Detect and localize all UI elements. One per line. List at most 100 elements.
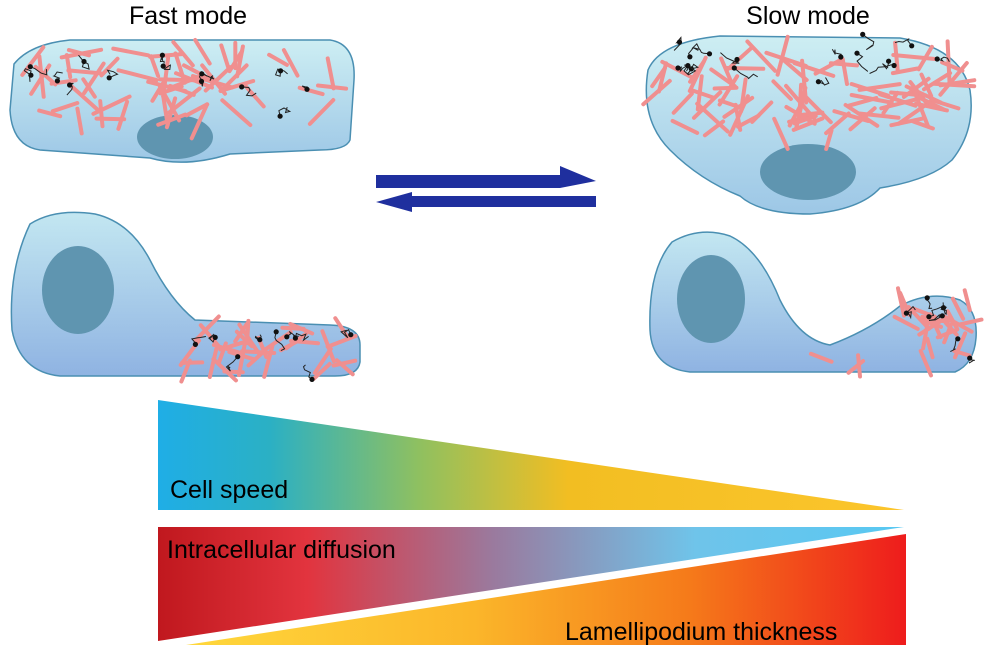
actin-filament <box>233 321 249 344</box>
molecule-dot <box>192 341 198 347</box>
diffusion-trajectory <box>856 52 869 72</box>
actin-filament <box>641 78 672 107</box>
actin-filament <box>891 53 937 61</box>
actin-filament <box>218 79 256 93</box>
molecule-dot <box>198 78 205 84</box>
actin-filament <box>297 85 325 97</box>
diffusion-trajectory <box>208 333 216 343</box>
actin-filament <box>904 84 943 105</box>
actin-filament <box>824 128 834 151</box>
intracellular-diffusion-label: Intracellular diffusion <box>167 536 396 564</box>
diffusion-trajectory <box>162 64 172 71</box>
actin-filament <box>243 83 266 109</box>
actin-filament <box>919 72 934 98</box>
actin-filament <box>798 110 825 117</box>
fast-mode-protruding-cell <box>10 211 361 384</box>
lamellipodium-thickness-wedge <box>186 534 906 645</box>
actin-filament <box>173 51 187 85</box>
actin-filament <box>702 119 726 138</box>
actin-filament <box>331 358 358 368</box>
actin-filament <box>262 344 275 379</box>
actin-filament <box>37 108 63 119</box>
actin-filament <box>857 82 902 92</box>
diffusion-trajectory <box>201 73 215 82</box>
actin-filament <box>189 102 210 141</box>
actin-filament <box>207 347 219 379</box>
molecule-dot <box>731 65 737 71</box>
actin-filament <box>781 57 809 82</box>
diffusion-trajectory <box>688 43 700 57</box>
actin-filament <box>50 101 80 114</box>
diffusion-trajectory <box>928 313 943 321</box>
actin-filament <box>316 83 349 91</box>
molecule-dot <box>67 82 73 88</box>
molecule-dot <box>926 314 932 320</box>
diffusion-trajectory <box>937 56 950 62</box>
molecule-dot <box>886 58 892 64</box>
molecule-dot <box>81 58 87 65</box>
molecule-dot <box>854 50 860 56</box>
molecule-dot <box>277 113 283 119</box>
molecule-dot <box>685 63 691 69</box>
diffusion-trajectory <box>692 47 710 55</box>
nucleus <box>760 144 856 200</box>
actin-filament <box>958 317 984 327</box>
equilibrium-arrows <box>376 166 596 212</box>
actin-filament <box>889 116 925 128</box>
actin-filament <box>952 349 972 358</box>
molecule-dot <box>239 84 245 90</box>
actin-filament <box>889 90 928 98</box>
actin-filament <box>736 113 761 129</box>
lamellipodium-thickness-label: Lamellipodium thickness <box>565 618 837 646</box>
diffusion-trajectory <box>159 55 165 64</box>
diffusion-trajectory <box>241 86 257 97</box>
molecule-dot <box>159 52 165 58</box>
diffusion-trajectory <box>274 331 286 352</box>
slow-mode-title: Slow mode <box>746 2 870 30</box>
actin-filament <box>892 314 920 331</box>
molecule-dot <box>924 295 930 301</box>
actin-filament <box>772 116 790 151</box>
nucleus <box>137 115 213 159</box>
actin-filament <box>950 296 966 321</box>
diffusion-trajectory <box>894 37 913 47</box>
actin-network <box>178 314 358 384</box>
actin-filament <box>804 95 833 125</box>
actin-filament <box>146 79 188 94</box>
diffusion-trajectory <box>52 71 63 82</box>
molecule-dot <box>909 43 915 49</box>
actin-filament <box>311 361 332 381</box>
actin-filament <box>745 39 777 73</box>
actin-filament <box>116 99 130 131</box>
molecule-dot <box>212 334 218 340</box>
molecule-dot <box>860 31 866 37</box>
fast-mode-title: Fast mode <box>129 2 247 30</box>
actin-filament <box>218 63 249 93</box>
molecule-dot <box>278 68 284 74</box>
actin-filament <box>722 95 755 119</box>
actin-filament <box>942 314 974 334</box>
actin-filament <box>219 43 231 69</box>
actin-filament <box>193 38 212 66</box>
intracellular-diffusion-wedge <box>158 527 904 641</box>
molecule-dot <box>304 86 310 92</box>
actin-filament <box>91 94 132 116</box>
diffusion-trajectory <box>720 52 740 64</box>
actin-filament <box>325 56 336 91</box>
actin-filament <box>20 45 46 77</box>
actin-filament <box>911 119 935 131</box>
actin-filament <box>184 102 210 118</box>
actin-filament <box>66 48 91 58</box>
reverse-arrow <box>376 192 596 212</box>
cell-speed-label: Cell speed <box>170 476 288 504</box>
actin-filament <box>918 96 947 112</box>
actin-filament <box>890 66 920 76</box>
actin-filament <box>650 66 667 89</box>
actin-filament <box>846 96 879 108</box>
fast-mode-elongated-cell <box>9 38 355 163</box>
diffusing-molecules <box>903 295 975 364</box>
actin-filament <box>158 84 184 96</box>
actin-filament <box>267 52 289 67</box>
molecule-dot <box>235 354 241 360</box>
